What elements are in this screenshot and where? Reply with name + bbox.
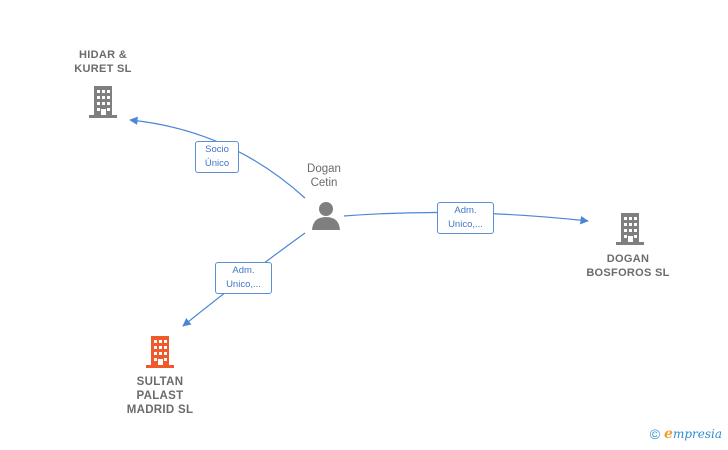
building-icon[interactable] (614, 211, 646, 247)
node-label-dogan-bosforos[interactable]: DOGAN BOSFOROS SL (586, 253, 670, 279)
building-icon[interactable] (144, 334, 176, 370)
node-label-sultan[interactable]: SULTAN PALAST MADRID SL (126, 376, 194, 416)
edge-label-adm-unico-sultan[interactable]: Adm. Unico,... (215, 262, 272, 294)
node-label-dogan-cetin[interactable]: Dogan Cetin (307, 163, 341, 189)
person-icon[interactable] (311, 200, 341, 230)
edge-label-socio-unico[interactable]: Socio Único (195, 141, 239, 173)
building-icon[interactable] (87, 84, 119, 120)
brand-footer: © empresia (650, 426, 722, 442)
brand-logo: empresia (664, 426, 722, 442)
edge-label-adm-unico-bosforos[interactable]: Adm. Unico,... (437, 202, 494, 234)
copyright-icon: © (649, 426, 661, 442)
node-label-hidar[interactable]: HIDAR & KURET SL (74, 49, 132, 75)
